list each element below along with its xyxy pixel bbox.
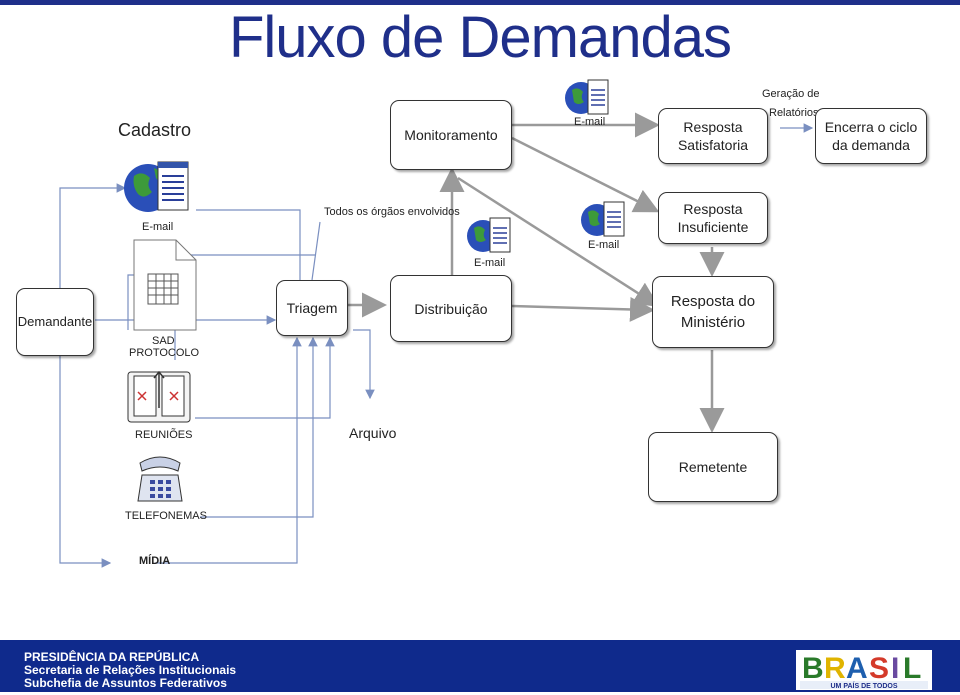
- brasil-logo-mark: B R A S I L UM PAÍS DE TODOS: [796, 650, 932, 690]
- svg-text:A: A: [846, 652, 868, 685]
- svg-text:I: I: [891, 652, 899, 685]
- footer: PRESIDÊNCIA DA REPÚBLICA Secretaria de R…: [0, 640, 960, 692]
- encerra-line1: Encerra o ciclo: [824, 119, 918, 135]
- geracao-label: Geração de: [762, 88, 820, 100]
- email-cadastro-label: E-mail: [142, 221, 174, 233]
- resposta-ministerio-box: Resposta do Ministério: [652, 276, 774, 348]
- email-mid-globe-icon: [467, 217, 511, 253]
- relatorios-label: Relatórios: [769, 107, 819, 119]
- resposta-satisfatoria-box: Resposta Satisfatoria: [658, 108, 768, 164]
- page-title: Fluxo de Demandas: [228, 5, 732, 70]
- resposta-insuficiente-box: Resposta Insuficiente: [658, 192, 768, 244]
- flow-connectors: [59, 112, 814, 568]
- distribuicao-text: Distribuição: [414, 300, 488, 317]
- email-top-globe-icon: [565, 79, 609, 115]
- email-mid-label: E-mail: [474, 257, 506, 269]
- document-icon: [133, 239, 197, 331]
- svg-text:UM PAÍS DE TODOS: UM PAÍS DE TODOS: [830, 681, 897, 690]
- telefonemas-label: TELEFONEMAS: [125, 510, 207, 522]
- email-right-globe-icon: [581, 201, 625, 237]
- encerra-ciclo-box: Encerra o ciclo da demanda: [815, 108, 927, 164]
- monitoramento-box: Monitoramento: [390, 100, 512, 170]
- triagem-box: Triagem: [276, 280, 348, 336]
- midia-label: MÍDIA: [139, 555, 171, 567]
- svg-text:B: B: [802, 652, 824, 685]
- reunioes-label: REUNIÕES: [135, 429, 193, 441]
- remetente-text: Remetente: [678, 459, 748, 475]
- email-right-label: E-mail: [588, 239, 620, 251]
- resposta-insuficiente-line1: Resposta: [683, 201, 743, 217]
- resposta-satisfatoria-line2: Satisfatoria: [677, 137, 749, 153]
- triagem-text: Triagem: [286, 300, 338, 316]
- protocolo-label: PROTOCOLO: [129, 347, 200, 359]
- brasil-logo: B R A S I L UM PAÍS DE TODOS: [796, 650, 932, 690]
- email-top-label: E-mail: [574, 116, 606, 128]
- svg-text:S: S: [869, 652, 889, 685]
- footer-line1: PRESIDÊNCIA DA REPÚBLICA: [24, 650, 200, 664]
- distribuicao-box: Distribuição: [390, 275, 512, 342]
- encerra-line2: da demanda: [832, 137, 910, 153]
- cadastro-label: Cadastro: [118, 120, 192, 140]
- footer-line2: Secretaria de Relações Institucionais: [24, 663, 237, 677]
- resposta-ministerio-line1: Resposta do: [670, 293, 756, 310]
- resposta-ministerio-line2: Ministério: [680, 314, 746, 331]
- demandante-text: Demandante: [17, 314, 93, 329]
- svg-text:L: L: [903, 652, 921, 685]
- remetente-box: Remetente: [648, 432, 778, 502]
- todos-orgaos-label: Todos os órgãos envolvidos: [324, 206, 460, 218]
- arquivo-label: Arquivo: [349, 425, 397, 441]
- meeting-icon: [127, 370, 191, 423]
- resposta-satisfatoria-line1: Resposta: [683, 119, 743, 135]
- top-bar: [0, 0, 960, 5]
- resposta-insuficiente-line2: Insuficiente: [677, 219, 749, 235]
- email-globe-icon: [124, 161, 189, 212]
- footer-line3: Subchefia de Assuntos Federativos: [24, 676, 227, 690]
- sad-label: SAD: [152, 335, 175, 347]
- svg-text:R: R: [824, 652, 846, 685]
- demandante-box: Demandante: [16, 288, 94, 356]
- telephone-icon: [137, 456, 183, 502]
- monitoramento-text: Monitoramento: [404, 127, 498, 143]
